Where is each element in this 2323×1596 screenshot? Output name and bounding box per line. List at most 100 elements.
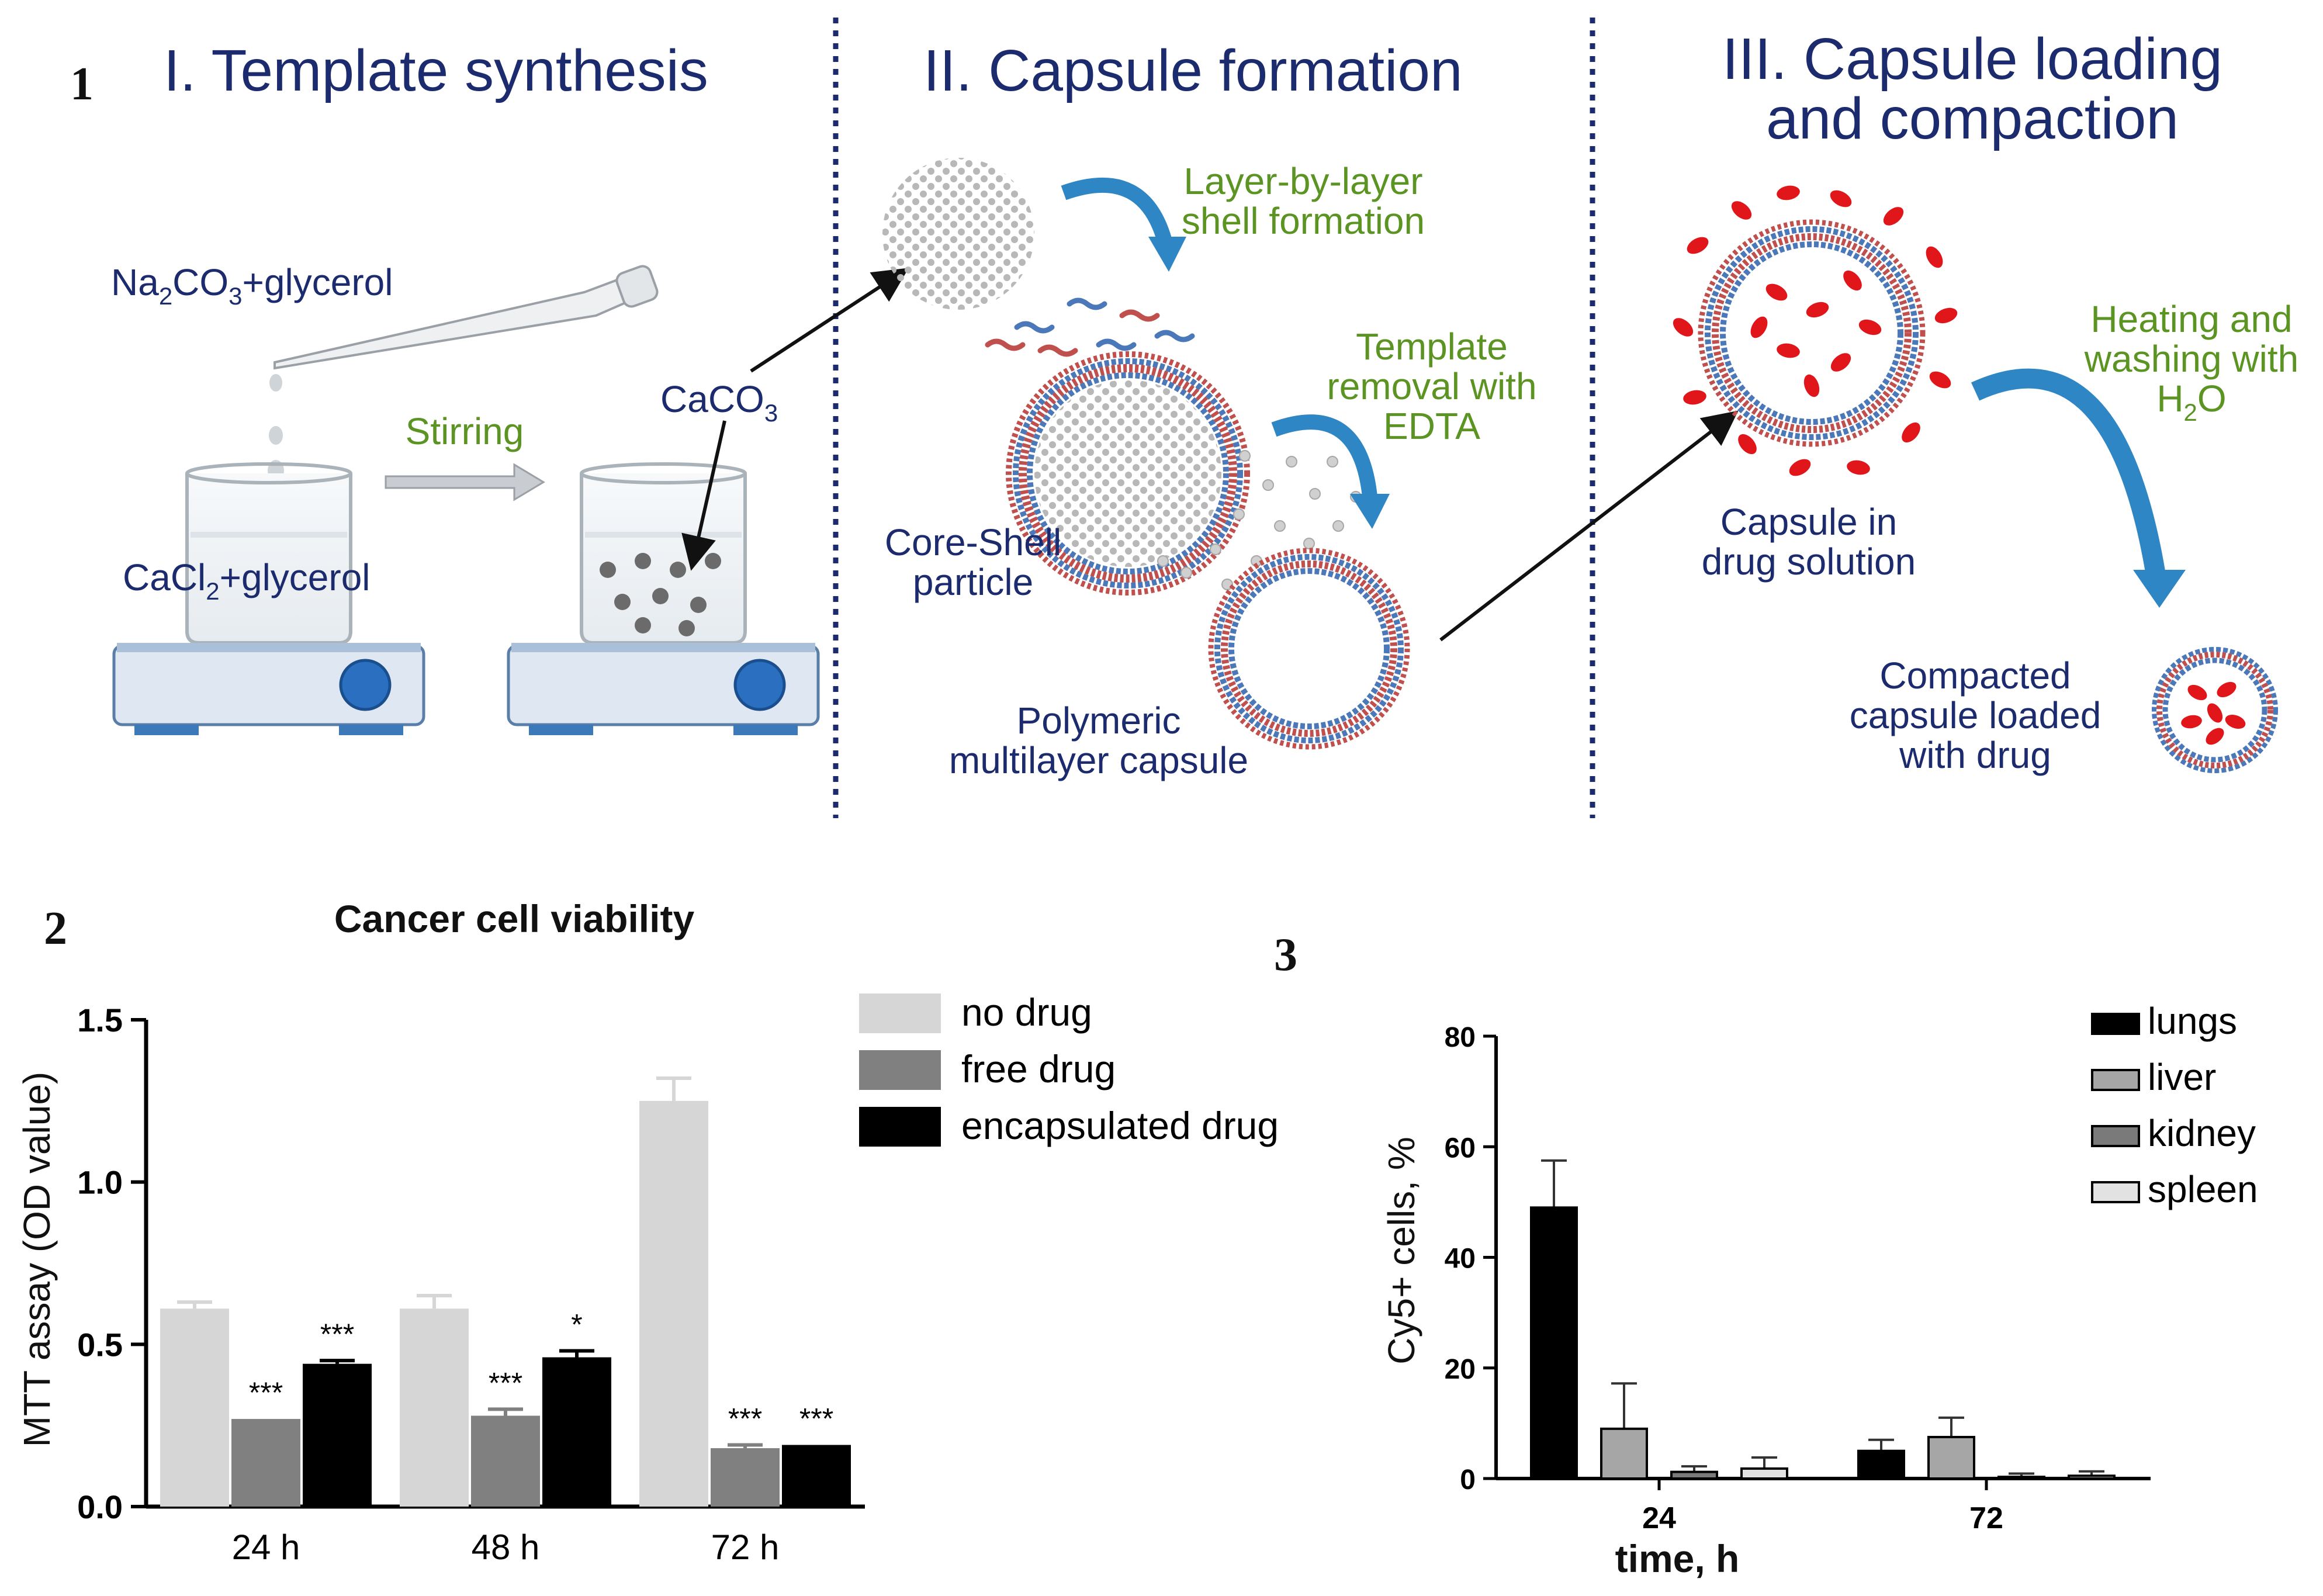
chart2-bar xyxy=(303,1363,372,1507)
chart3-bar xyxy=(1600,1427,1648,1480)
chart3-x-tick-label: 72 xyxy=(1969,1501,2003,1535)
na2co3-label: Na2CO3+glycerol xyxy=(111,261,393,310)
chart3-bar xyxy=(2068,1474,2116,1480)
lbl-arrowhead xyxy=(1148,237,1186,272)
template-removal-curved-arrow xyxy=(1271,414,1378,504)
panel-1: 1 I. Template synthesis II. Capsule form… xyxy=(70,18,2298,818)
chart2-x-tick-label: 48 h xyxy=(472,1528,540,1567)
chart2-bar xyxy=(471,1415,540,1507)
capsule-solution-line1: Capsule in xyxy=(1720,501,1897,543)
chart2-significance-label: *** xyxy=(320,1318,354,1351)
chart3-bar xyxy=(1670,1470,1718,1480)
panel-2: 2 Cancer cell viability MTT assay (OD va… xyxy=(16,897,1279,1567)
stirrer-1 xyxy=(112,643,425,735)
chart2-significance-label: *** xyxy=(489,1366,522,1399)
chart3-y-tick-label: 20 xyxy=(1445,1354,1476,1385)
chart2-y-tick-label: 0.5 xyxy=(77,1326,123,1363)
chart2-x-tick-label: 72 h xyxy=(711,1528,780,1567)
chart2-significance-label: * xyxy=(571,1308,582,1341)
capsule-in-solution xyxy=(1698,219,1926,447)
core-shell-line1: Core-Shell xyxy=(885,521,1061,563)
template-line3: EDTA xyxy=(1383,405,1480,447)
cacl2-label: CaCl2+glycerol xyxy=(123,556,371,605)
section3-title-line1: III. Capsule loading xyxy=(1722,26,2222,92)
to-template-arrow xyxy=(750,268,909,373)
chart3-ylabel: Cy5+ cells, % xyxy=(1380,1137,1422,1364)
chart2-y-tick-label: 1.0 xyxy=(77,1164,123,1201)
chart2-significance-label: *** xyxy=(728,1402,762,1435)
stirrer-2 xyxy=(507,643,820,735)
chart2-significance-label: *** xyxy=(249,1376,283,1409)
chart3-legend-label: lungs xyxy=(2148,1000,2237,1042)
section3-title-line2: and compaction xyxy=(1766,86,2179,151)
heating-line2: washing with xyxy=(2084,338,2298,380)
chart2-bar xyxy=(711,1448,780,1507)
template-line2: removal with xyxy=(1327,365,1536,407)
chart2-legend-swatch xyxy=(859,1050,941,1090)
beaker-2 xyxy=(580,462,747,645)
chart3-plot: 0 20 40 60 80 24 72 xyxy=(1445,1022,2151,1535)
lbl-line2: shell formation xyxy=(1182,200,1425,242)
chart3-y-tick-label: 60 xyxy=(1445,1133,1476,1164)
chart2-ylabel: MTT assay (OD value) xyxy=(16,1072,58,1448)
chart2-plot: 0.00.51.01.5******24 h****48 h******72 h xyxy=(77,1002,865,1567)
panel-number-3: 3 xyxy=(1274,929,1297,981)
section1-title: I. Template synthesis xyxy=(164,38,708,103)
chart2-bar xyxy=(400,1308,469,1507)
caco3-label: CaCO3 xyxy=(660,378,778,427)
lbl-line1: Layer-by-layer xyxy=(1183,160,1422,202)
heating-curved-arrow xyxy=(1971,368,2166,580)
chart3-legend: lungs liver kidney spleen xyxy=(2091,1000,2258,1210)
chart3-y-tick-label: 80 xyxy=(1445,1022,1476,1053)
template-removal-arrowhead xyxy=(1350,494,1390,529)
chart3-bar xyxy=(1927,1436,1975,1480)
chart3-legend-swatch xyxy=(2091,1125,2140,1147)
heating-line1: Heating and xyxy=(2090,298,2292,340)
compacted-line2: capsule loaded xyxy=(1850,694,2102,736)
template-particle xyxy=(882,158,1034,310)
chart2-title: Cancer cell viability xyxy=(334,897,695,940)
to-loading-arrow xyxy=(1439,410,1739,642)
drug-molecules xyxy=(1673,185,1958,476)
chart2-bar xyxy=(542,1357,611,1507)
chart2-legend-swatch xyxy=(859,993,941,1033)
chart2-bar xyxy=(231,1419,300,1507)
chart2-legend-label: no drug xyxy=(961,991,1092,1034)
chart3-y-tick-label: 0 xyxy=(1460,1465,1476,1495)
compacted-line3: with drug xyxy=(1899,734,2051,776)
chart2-bar xyxy=(160,1308,229,1507)
compacted-line1: Compacted xyxy=(1879,655,2071,697)
panel-number-1: 1 xyxy=(70,58,94,110)
chart2-legend-label: free drug xyxy=(961,1047,1116,1090)
stirring-arrow xyxy=(385,463,545,501)
released-template-dots xyxy=(1157,450,1362,590)
stirring-label: Stirring xyxy=(406,410,524,452)
section2-title: II. Capsule formation xyxy=(923,38,1463,103)
chart3-bar xyxy=(1530,1206,1578,1480)
template-line1: Template xyxy=(1356,326,1508,368)
core-shell-line2: particle xyxy=(913,561,1033,603)
compacted-capsule xyxy=(2152,647,2278,773)
chart2-legend-swatch xyxy=(859,1107,941,1147)
chart3-legend-swatch xyxy=(2091,1181,2140,1203)
chart3-legend-swatch xyxy=(2091,1013,2140,1035)
chart3-legend-label: liver xyxy=(2148,1056,2216,1098)
beaker-1 xyxy=(185,462,352,645)
chart2-bar xyxy=(782,1445,851,1507)
chart2-bar xyxy=(639,1100,708,1507)
lbl-curved-arrow xyxy=(1061,177,1173,248)
capsule-solution-line2: drug solution xyxy=(1702,541,1916,583)
chart3-y-tick-label: 40 xyxy=(1445,1244,1476,1275)
chart3-x-tick-label: 24 xyxy=(1642,1501,1676,1535)
chart3-legend-label: spleen xyxy=(2148,1168,2258,1210)
caco3-arrow xyxy=(681,420,726,571)
chart2-x-tick-label: 24 h xyxy=(232,1528,300,1567)
chart2-significance-label: *** xyxy=(799,1402,833,1435)
polymeric-capsule xyxy=(1208,548,1410,750)
core-shell-particle xyxy=(1006,351,1250,596)
chart2-y-tick-label: 0.0 xyxy=(77,1488,123,1525)
panel-number-2: 2 xyxy=(44,903,67,954)
heating-line3: H2O xyxy=(2156,378,2226,426)
chart3-legend-label: kidney xyxy=(2148,1112,2256,1154)
